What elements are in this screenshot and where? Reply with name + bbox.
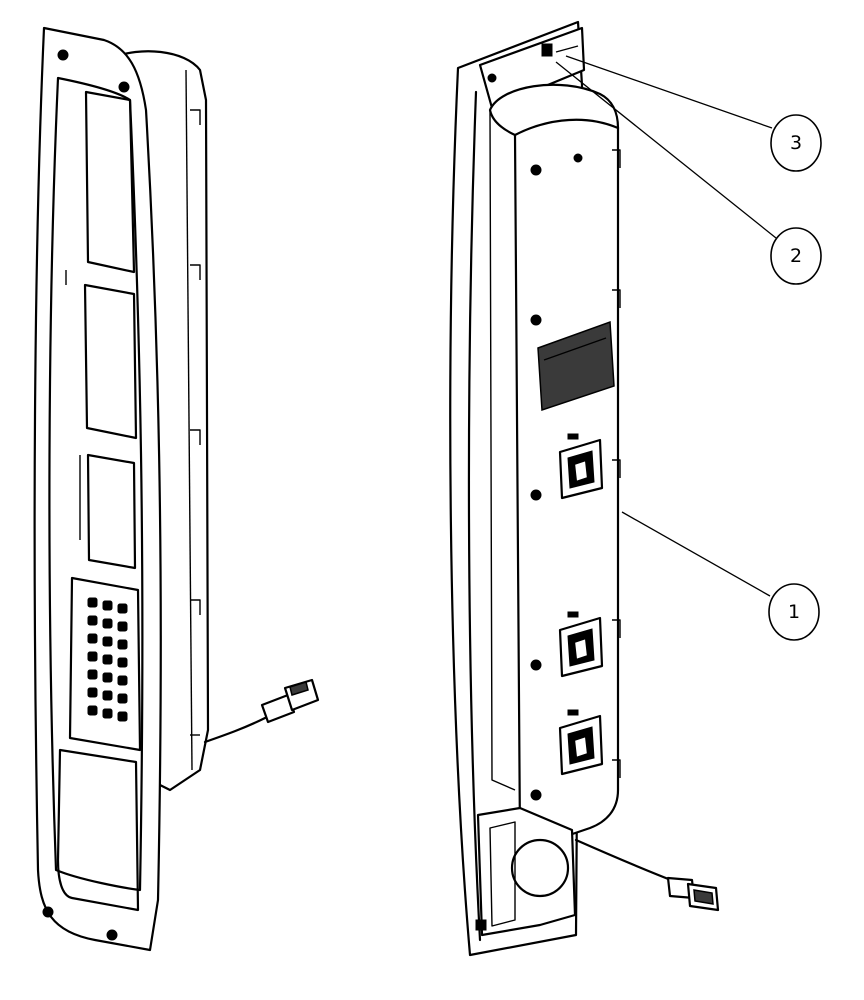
right-connector — [666, 876, 720, 912]
callout-2-label: 2 — [790, 245, 802, 267]
callout-3: 3 — [770, 114, 822, 172]
rear-connector-2 — [558, 611, 604, 678]
callout-3-label: 3 — [790, 132, 802, 154]
callout-1: 1 — [768, 583, 820, 641]
keypad-buttons — [87, 597, 128, 722]
left-connector — [260, 678, 320, 724]
leader-line-1 — [621, 511, 771, 597]
rear-connector-3 — [558, 709, 604, 776]
control-panel-rear-view — [449, 20, 720, 957]
leader-line-2 — [555, 61, 777, 239]
control-panel-front-view — [33, 26, 320, 952]
callout-1-label: 1 — [788, 601, 800, 623]
callout-2: 2 — [770, 227, 822, 285]
rear-connector-1 — [558, 433, 604, 500]
leader-line-3 — [565, 55, 773, 129]
